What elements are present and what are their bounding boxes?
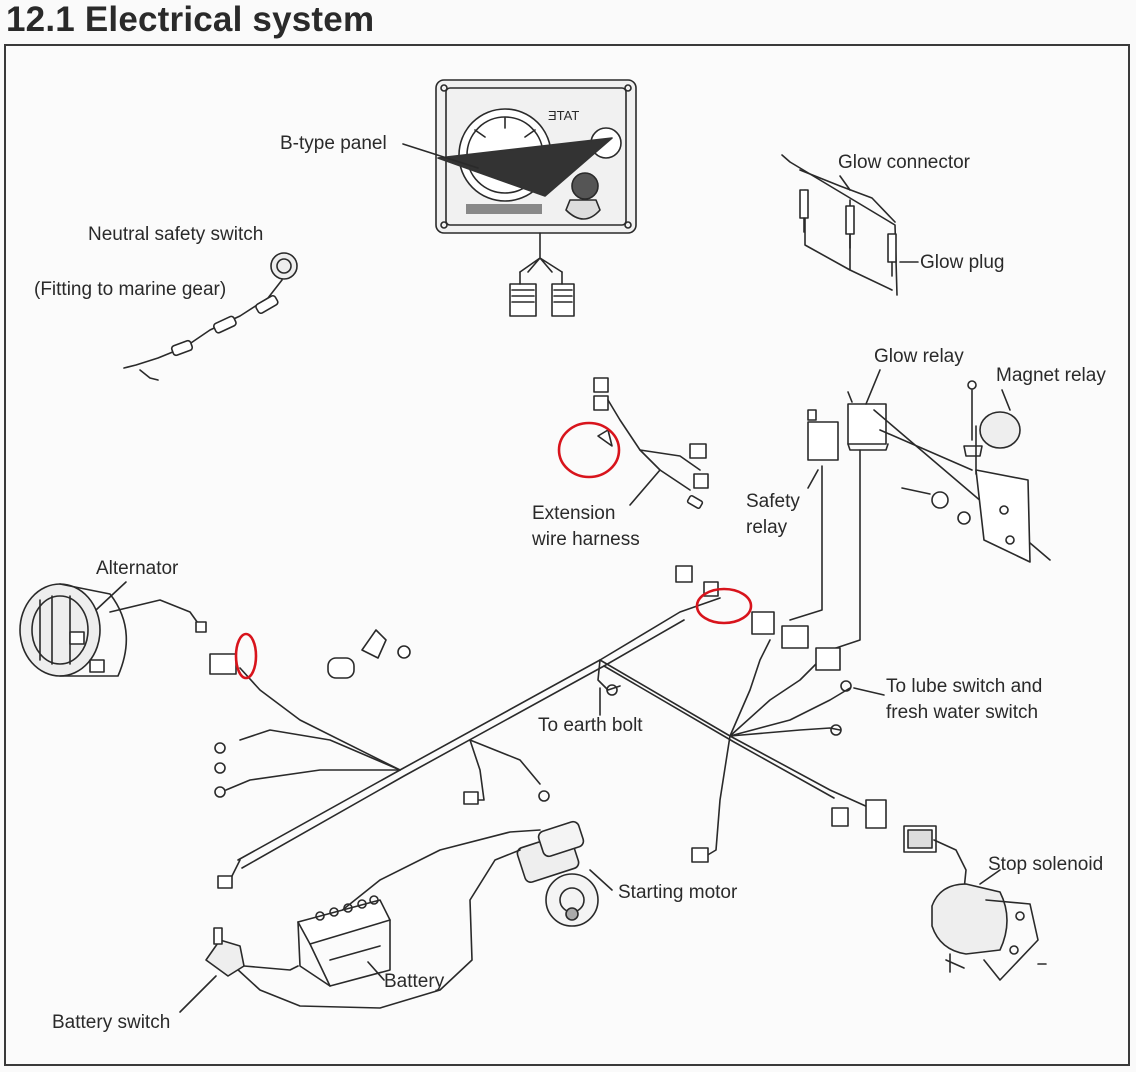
label-extension-line1: Extension xyxy=(532,503,616,524)
battery xyxy=(297,895,391,987)
label-glow-plug: Glow plug xyxy=(920,252,1005,273)
alternator xyxy=(19,583,207,677)
label-starting-motor: Starting motor xyxy=(618,882,738,903)
svg-text:ƎTAT: ƎTAT xyxy=(548,108,579,123)
label-safety-relay-line2: relay xyxy=(746,516,788,538)
label-extension-wire-harness: Extension wire harness xyxy=(532,501,640,552)
label-alternator: Alternator xyxy=(96,558,179,579)
label-stop-solenoid: Stop solenoid xyxy=(988,854,1104,875)
label-battery-switch: Battery switch xyxy=(52,1012,171,1033)
b-type-panel: ƎTAT xyxy=(435,79,637,317)
relay-bracket xyxy=(789,380,1051,651)
label-neutral-safety-switch: Neutral safety switch xyxy=(88,224,264,245)
label-to-lube-switch: To lube switch and fresh water switch xyxy=(886,674,1042,725)
label-to-earth-bolt: To earth bolt xyxy=(538,715,643,736)
page-title: 12.1 Electrical system xyxy=(6,0,375,39)
extension-wire-harness xyxy=(593,377,709,510)
label-glow-relay: Glow relay xyxy=(874,346,964,367)
main-harness xyxy=(209,565,887,889)
highlight-circle-alternator xyxy=(234,632,258,680)
highlight-circle-harness-right xyxy=(695,587,753,625)
label-magnet-relay: Magnet relay xyxy=(996,365,1106,386)
neutral-safety-switch xyxy=(123,252,298,381)
highlight-circle-extension xyxy=(557,421,621,479)
starting-motor xyxy=(235,820,599,1009)
stop-solenoid xyxy=(903,825,1047,981)
label-battery: Battery xyxy=(384,971,445,992)
label-to-lube-line1: To lube switch and xyxy=(886,676,1043,697)
label-to-lube-line2: fresh water switch xyxy=(886,701,1039,723)
label-glow-connector: Glow connector xyxy=(838,152,971,173)
battery-switch xyxy=(205,927,299,977)
label-fitting-marine-gear: (Fitting to marine gear) xyxy=(34,279,227,300)
label-safety-relay-line1: Safety xyxy=(746,491,800,512)
glow-plugs xyxy=(781,154,898,296)
label-extension-line2: wire harness xyxy=(532,528,640,550)
label-b-type-panel: B-type panel xyxy=(280,133,387,154)
label-safety-relay: Safety relay xyxy=(746,489,800,540)
